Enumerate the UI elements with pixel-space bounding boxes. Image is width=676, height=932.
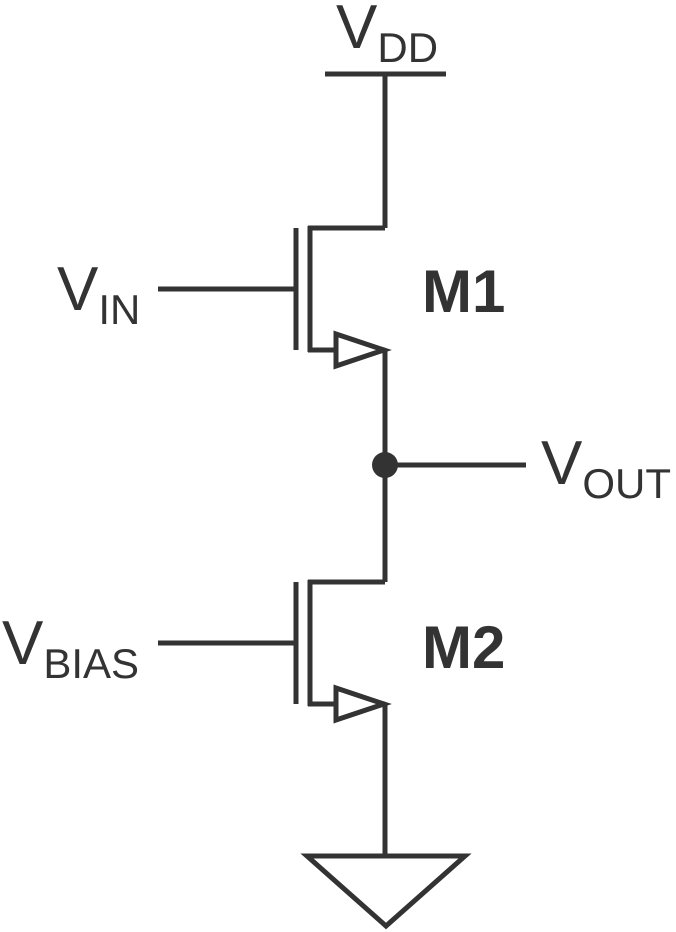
vdd-label: VDD (336, 0, 438, 71)
output-node (372, 350, 526, 582)
m2-source-arrow (333, 684, 392, 724)
vin-label: VIN (57, 255, 140, 333)
ground-symbol (300, 704, 472, 930)
m1-label: M1 (422, 258, 505, 325)
junction-dot (372, 452, 398, 478)
transistor-m1 (158, 225, 392, 370)
vout-label: VOUT (541, 429, 671, 507)
vdd-rail (325, 71, 446, 228)
m1-source-arrow (333, 330, 392, 370)
m2-label: M2 (422, 614, 505, 681)
vbias-label: VBIAS (2, 609, 139, 687)
transistor-m2 (158, 579, 392, 724)
